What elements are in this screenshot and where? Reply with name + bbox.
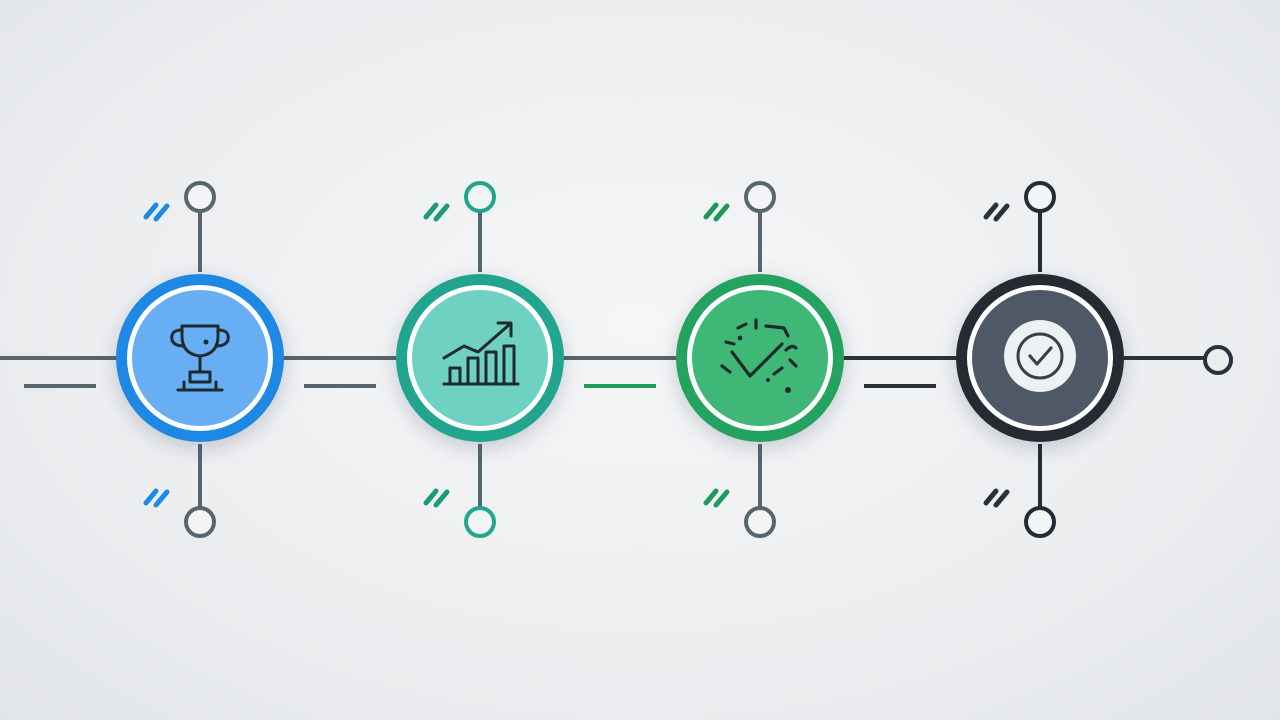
hatch-stroke [153, 203, 170, 222]
bottom-hatch-mark [143, 488, 170, 508]
top-hatch-mark [703, 202, 730, 222]
chart-bar [466, 356, 480, 386]
timeline-stage-completion [864, 181, 1124, 538]
hatch-stroke [713, 203, 730, 222]
check-circle-icon [1004, 320, 1076, 392]
top-hatch-mark [143, 202, 170, 222]
end-node-icon [1203, 345, 1233, 375]
hatch-stroke [143, 202, 159, 220]
check-stroke [730, 342, 784, 378]
hatch-stroke [433, 489, 450, 508]
trend-arrow-head [496, 321, 513, 338]
stage-inner-disc [412, 290, 548, 426]
hatch-stroke [153, 489, 170, 508]
hatch-stroke [993, 203, 1010, 222]
top-pin-node [1024, 181, 1056, 213]
chart-bar [502, 344, 516, 386]
trophy-handle [170, 328, 186, 348]
top-hatch-mark [423, 202, 450, 222]
debris-dot [766, 378, 770, 382]
debris-dot [737, 335, 743, 341]
hatch-stroke [433, 203, 450, 222]
crack-fragment [720, 340, 798, 376]
bar-chart-growth-icon [442, 321, 520, 386]
check-mark [1028, 346, 1053, 366]
debris-dot [785, 387, 791, 393]
chart-bar [448, 366, 462, 386]
hatch-stroke [983, 488, 999, 506]
trophy-icon [170, 324, 230, 392]
check-badge-ring [1016, 332, 1064, 380]
bottom-hatch-mark [423, 488, 450, 508]
hatch-stroke [713, 489, 730, 508]
crack-fragment [736, 318, 790, 338]
timeline-end [1203, 345, 1233, 375]
stage-node [956, 274, 1124, 442]
hatch-stroke [143, 488, 159, 506]
timeline-stages [24, 181, 1124, 538]
stage-node [116, 274, 284, 442]
timeline-stage-growth [304, 181, 564, 538]
timeline-stage-breakthrough [584, 181, 844, 538]
top-hatch-mark [983, 202, 1010, 222]
timeline-stage-achievement [24, 181, 284, 538]
bottom-pin-node [1024, 506, 1056, 538]
top-pin-node [184, 181, 216, 213]
crack-fragment [784, 344, 798, 352]
check-badge-bg [1004, 320, 1076, 392]
chart-bar [484, 350, 498, 386]
stage-inner-disc [692, 290, 828, 426]
trophy-base [188, 370, 212, 384]
hatch-stroke [703, 202, 719, 220]
trophy-dot [203, 339, 209, 345]
hatch-stroke [703, 488, 719, 506]
stage-node [396, 274, 564, 442]
hatch-stroke [423, 488, 439, 506]
hatch-stroke [993, 489, 1010, 508]
hatch-stroke [983, 202, 999, 220]
hatch-stroke [423, 202, 439, 220]
top-pin-node [464, 181, 496, 213]
bottom-pin-node [184, 506, 216, 538]
stage-node [676, 274, 844, 442]
top-pin-node [744, 181, 776, 213]
trend-arrow-line [442, 322, 512, 360]
trophy-handle [214, 328, 230, 348]
bottom-pin-node [744, 506, 776, 538]
bottom-hatch-mark [983, 488, 1010, 508]
bottom-hatch-mark [703, 488, 730, 508]
bottom-pin-node [464, 506, 496, 538]
broken-checkmark-icon [720, 318, 798, 393]
